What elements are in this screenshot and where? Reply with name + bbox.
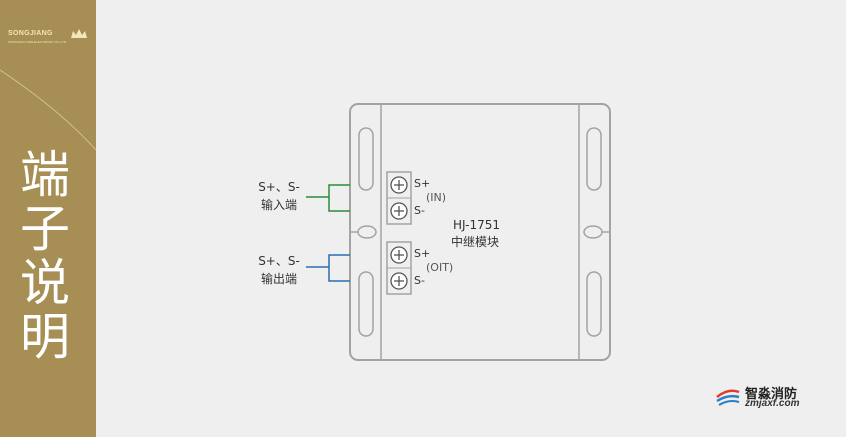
input-terminal-minus: S- xyxy=(414,204,425,217)
output-connector-line xyxy=(328,254,350,282)
right-top-slot xyxy=(586,127,602,191)
output-tag: (OIT) xyxy=(426,261,454,274)
decorative-curve xyxy=(0,69,96,151)
left-bottom-slot xyxy=(358,271,374,337)
input-signal-label: S+、S- xyxy=(258,180,300,194)
output-signal-label: S+、S- xyxy=(258,254,300,268)
screw-icon xyxy=(390,246,408,264)
watermark-url: zmjaxf.com xyxy=(745,398,800,409)
right-mount-hole xyxy=(583,225,603,239)
watermark: 智淼消防 zmjaxf.com xyxy=(715,384,811,412)
output-terminal-plus: S+ xyxy=(414,247,431,260)
output-terminal-minus: S- xyxy=(414,274,425,287)
watermark-logo-icon xyxy=(716,389,740,406)
input-connector-line xyxy=(328,184,350,212)
brand-logo-text: SONGJIANG xyxy=(8,30,53,37)
brand-logo-subtext: SONGJIANG FIRE ELECTRONIC CO.,LTD. xyxy=(8,40,67,44)
module-drawing xyxy=(306,103,611,361)
sidebar-panel: SONGJIANG SONGJIANG FIRE ELECTRONIC CO.,… xyxy=(0,0,96,437)
section-title-char: 说 xyxy=(20,254,70,312)
section-title-char: 明 xyxy=(20,308,70,366)
input-port-label: 输入端 xyxy=(260,198,297,212)
screw-icon xyxy=(390,176,408,194)
screw-icon xyxy=(390,202,408,220)
module-name: 中继模块 xyxy=(451,235,500,249)
crown-icon xyxy=(71,29,87,38)
module-model: HJ-1751 xyxy=(453,218,501,232)
watermark-name: 智淼消防 xyxy=(745,387,798,402)
input-terminal-plus: S+ xyxy=(414,177,431,190)
input-tag: (IN) xyxy=(426,191,447,204)
module-housing xyxy=(349,103,611,361)
section-title: 端 子 说 明 xyxy=(14,148,76,364)
output-port-label: 输出端 xyxy=(260,272,297,286)
left-mount-hole xyxy=(357,225,377,239)
screw-icon xyxy=(390,272,408,290)
terminal-diagram: S+、S- 输入端 S+ S- (IN) S+、S- 输出端 S+ S- (OI… xyxy=(96,0,846,437)
right-bottom-slot xyxy=(586,271,602,337)
section-title-char: 端 xyxy=(20,146,70,204)
section-title-char: 子 xyxy=(20,200,70,258)
left-top-slot xyxy=(358,127,374,191)
